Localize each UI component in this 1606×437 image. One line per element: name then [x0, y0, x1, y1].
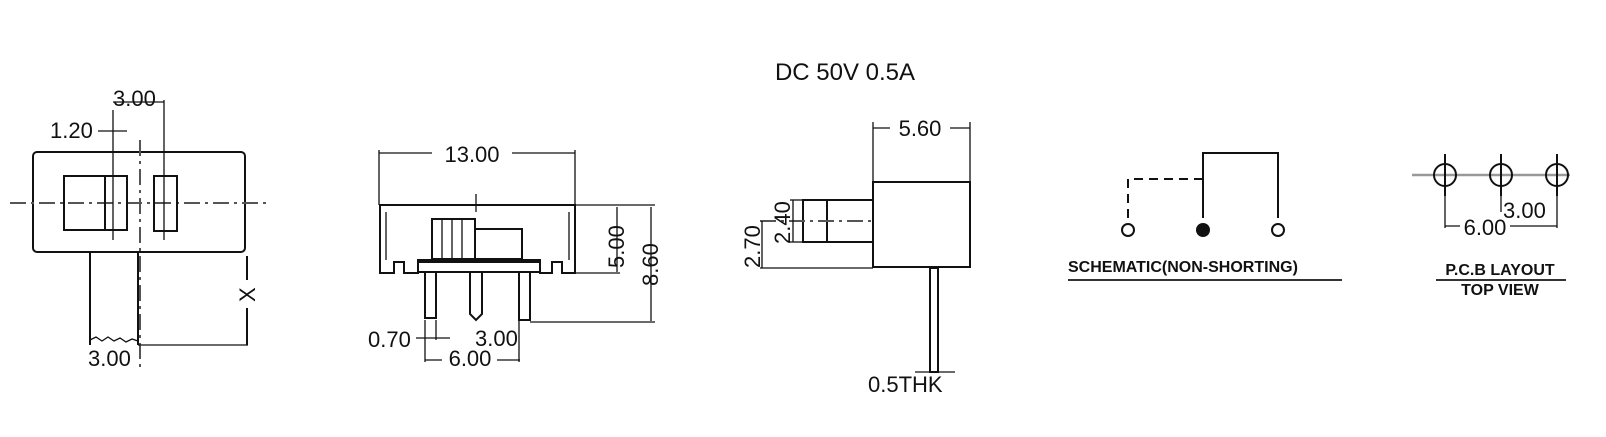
pcb-label: P.C.B LAYOUT	[1445, 262, 1555, 279]
dim-depth: 5.60	[899, 116, 942, 141]
schematic: SCHEMATIC(NON-SHORTING)	[1068, 152, 1342, 281]
slot-outline	[63, 175, 105, 231]
dim-actuator-length: X	[235, 287, 260, 302]
dim-total-height: 8.60	[638, 243, 663, 286]
dim-width: 13.00	[444, 142, 499, 167]
pin	[929, 267, 939, 373]
front-view: 13.00 5.00 8.60 0.70 3.00 6.00	[368, 142, 663, 371]
slot	[153, 175, 178, 232]
dim-actuator-width: 3.00	[88, 346, 131, 371]
rating-title: DC 50V 0.5A	[775, 59, 915, 86]
schematic-label: SCHEMATIC(NON-SHORTING)	[1068, 259, 1298, 276]
dim-body-height: 5.00	[604, 225, 629, 268]
dim-pad-pitch: 3.00	[1503, 198, 1546, 223]
body-outline	[379, 204, 576, 274]
pin	[518, 271, 531, 321]
side-view: 5.60 2.40 2.70 0.5THK	[740, 116, 971, 397]
break-line	[89, 336, 139, 343]
pcb-layout: 3.00 6.00 P.C.B LAYOUT TOP VIEW	[1412, 154, 1570, 299]
dim-actuator-height: 2.40	[770, 201, 795, 244]
pcb-sublabel: TOP VIEW	[1461, 282, 1540, 299]
body-outline	[872, 181, 971, 268]
pin	[469, 272, 483, 322]
dim-slot-width: 1.20	[50, 118, 93, 143]
dim-pin-pitch: 3.00	[475, 326, 518, 351]
terminal	[1271, 223, 1285, 237]
dim-pin-width: 0.70	[368, 327, 411, 352]
terminal	[1121, 223, 1135, 237]
dim-slot-pitch: 3.00	[113, 86, 156, 111]
top-view: 3.00 1.20 X 3.00	[10, 86, 270, 372]
pin	[424, 271, 437, 319]
dim-pin-thickness: 0.5THK	[868, 372, 943, 397]
dim-center-height: 2.70	[740, 225, 765, 268]
dim-pad-span: 6.00	[1464, 215, 1507, 240]
dim-pin-span: 6.00	[449, 346, 492, 371]
actuator	[431, 218, 476, 260]
terminal-common	[1196, 223, 1210, 237]
actuator-extension	[474, 228, 523, 260]
slot	[104, 175, 128, 231]
